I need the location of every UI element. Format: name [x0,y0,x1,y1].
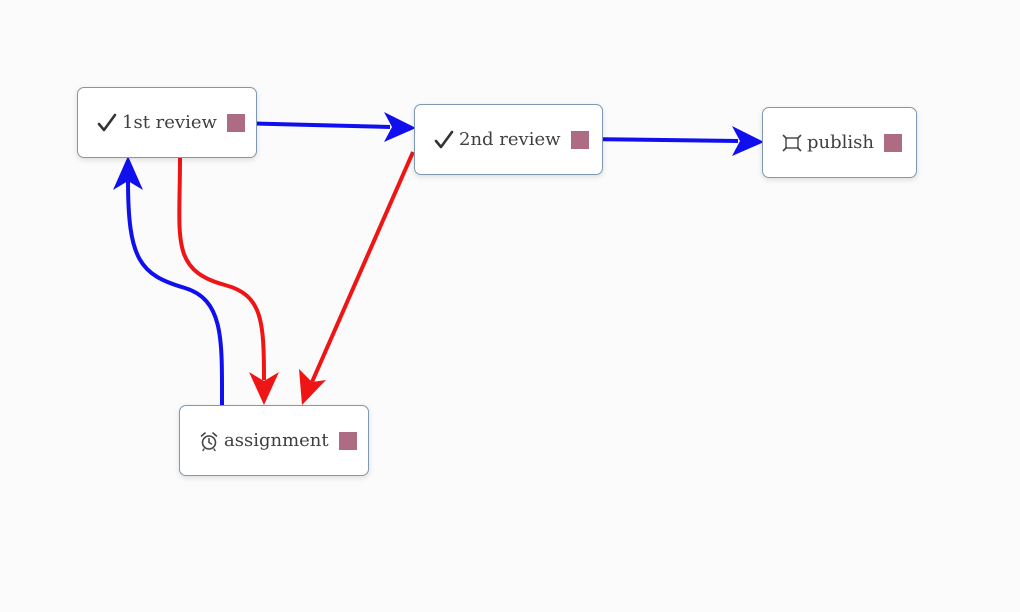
connection-handle[interactable] [226,113,245,132]
node-publish[interactable]: publish [762,107,917,178]
arrowhead-second-to-publish [732,126,764,156]
edge-second-to-assign[interactable] [310,151,415,383]
node-2nd-review[interactable]: 2nd review [414,104,603,175]
node-label: assignment [224,430,329,451]
edge-first-to-second[interactable] [235,121,391,129]
node-label: publish [807,132,874,153]
alarm-clock-icon [198,430,220,452]
connection-handle[interactable] [338,431,357,450]
node-assignment[interactable]: assignment [179,405,369,476]
arrowhead-second-to-assign [299,369,326,405]
connection-handle[interactable] [570,130,589,149]
check-icon [96,112,118,134]
edge-first-to-assign[interactable] [177,157,266,381]
node-label: 2nd review [459,129,561,150]
arrowhead-assign-to-first [113,156,143,190]
edge-second-to-publish[interactable] [582,137,739,143]
edge-assign-to-first[interactable] [126,179,225,406]
check-icon [433,129,455,151]
arrowhead-first-to-second [384,112,416,142]
node-1st-review[interactable]: 1st review [77,87,257,158]
connection-handle[interactable] [883,133,902,152]
arrowhead-first-to-assign [249,372,279,405]
fullscreen-icon [781,132,803,154]
node-label: 1st review [122,112,217,133]
